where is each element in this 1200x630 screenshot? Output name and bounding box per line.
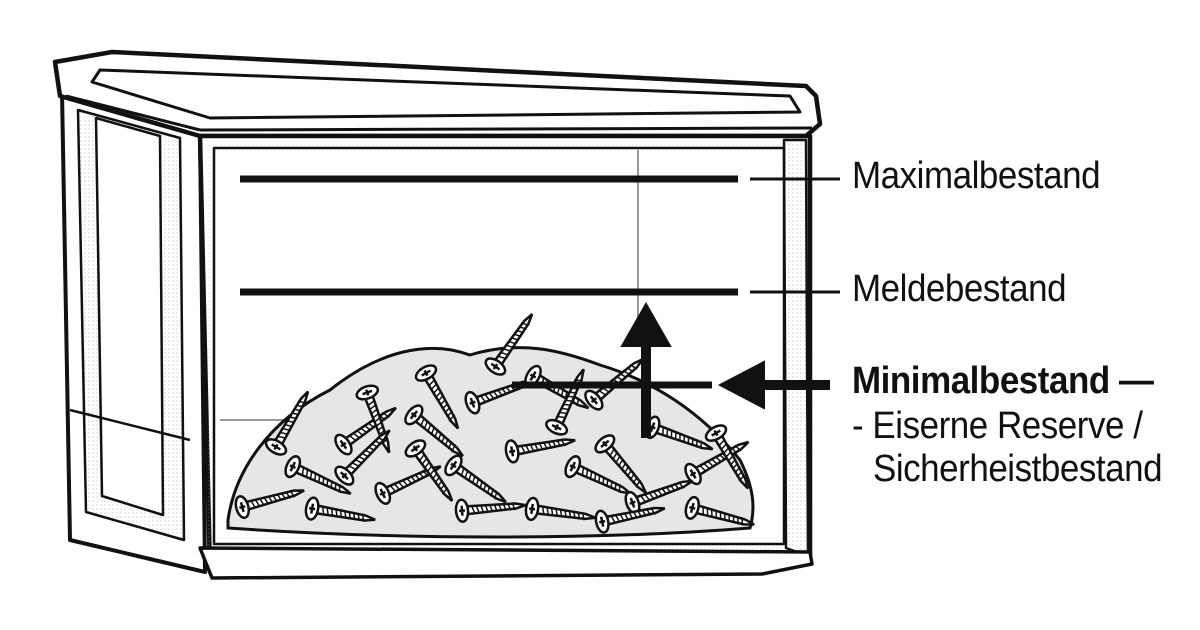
screw-icon — [564, 455, 632, 495]
screw-icon — [704, 424, 750, 490]
screw-icon — [524, 496, 596, 522]
screw-icon — [684, 440, 750, 486]
left-arrow-icon — [717, 360, 830, 410]
screw-icon — [644, 415, 714, 451]
level-lines — [240, 175, 840, 389]
screw-icon — [404, 404, 464, 458]
max-level-label: Maximalbestand — [852, 155, 1101, 197]
up-arrow-icon — [620, 301, 672, 438]
screw-icon — [404, 439, 454, 502]
min-level-sublabel-2: Sicherheistbestand — [873, 448, 1163, 490]
screw-icon — [484, 313, 534, 376]
screws-pile-icon — [226, 313, 755, 539]
screw-icon — [594, 506, 666, 534]
screw-icon — [594, 434, 648, 494]
screw-icon — [504, 438, 576, 464]
screw-icon — [374, 465, 442, 505]
screw-icon — [444, 454, 507, 504]
screw-icon — [414, 364, 460, 430]
screw-icon — [234, 489, 305, 520]
screw-icon — [624, 479, 694, 515]
min-level-sublabel-1: - Eiserne Reserve / — [852, 405, 1143, 447]
screw-icon — [334, 429, 391, 486]
screw-icon — [584, 357, 644, 411]
screw-icon — [304, 496, 376, 522]
reorder-level-label: Meldebestand — [852, 268, 1067, 310]
screw-icon — [454, 498, 527, 523]
min-level-label: Minimalbestand — — [852, 360, 1154, 402]
screw-icon — [684, 495, 755, 526]
screw-icon — [284, 455, 352, 495]
screw-icon — [264, 390, 310, 456]
